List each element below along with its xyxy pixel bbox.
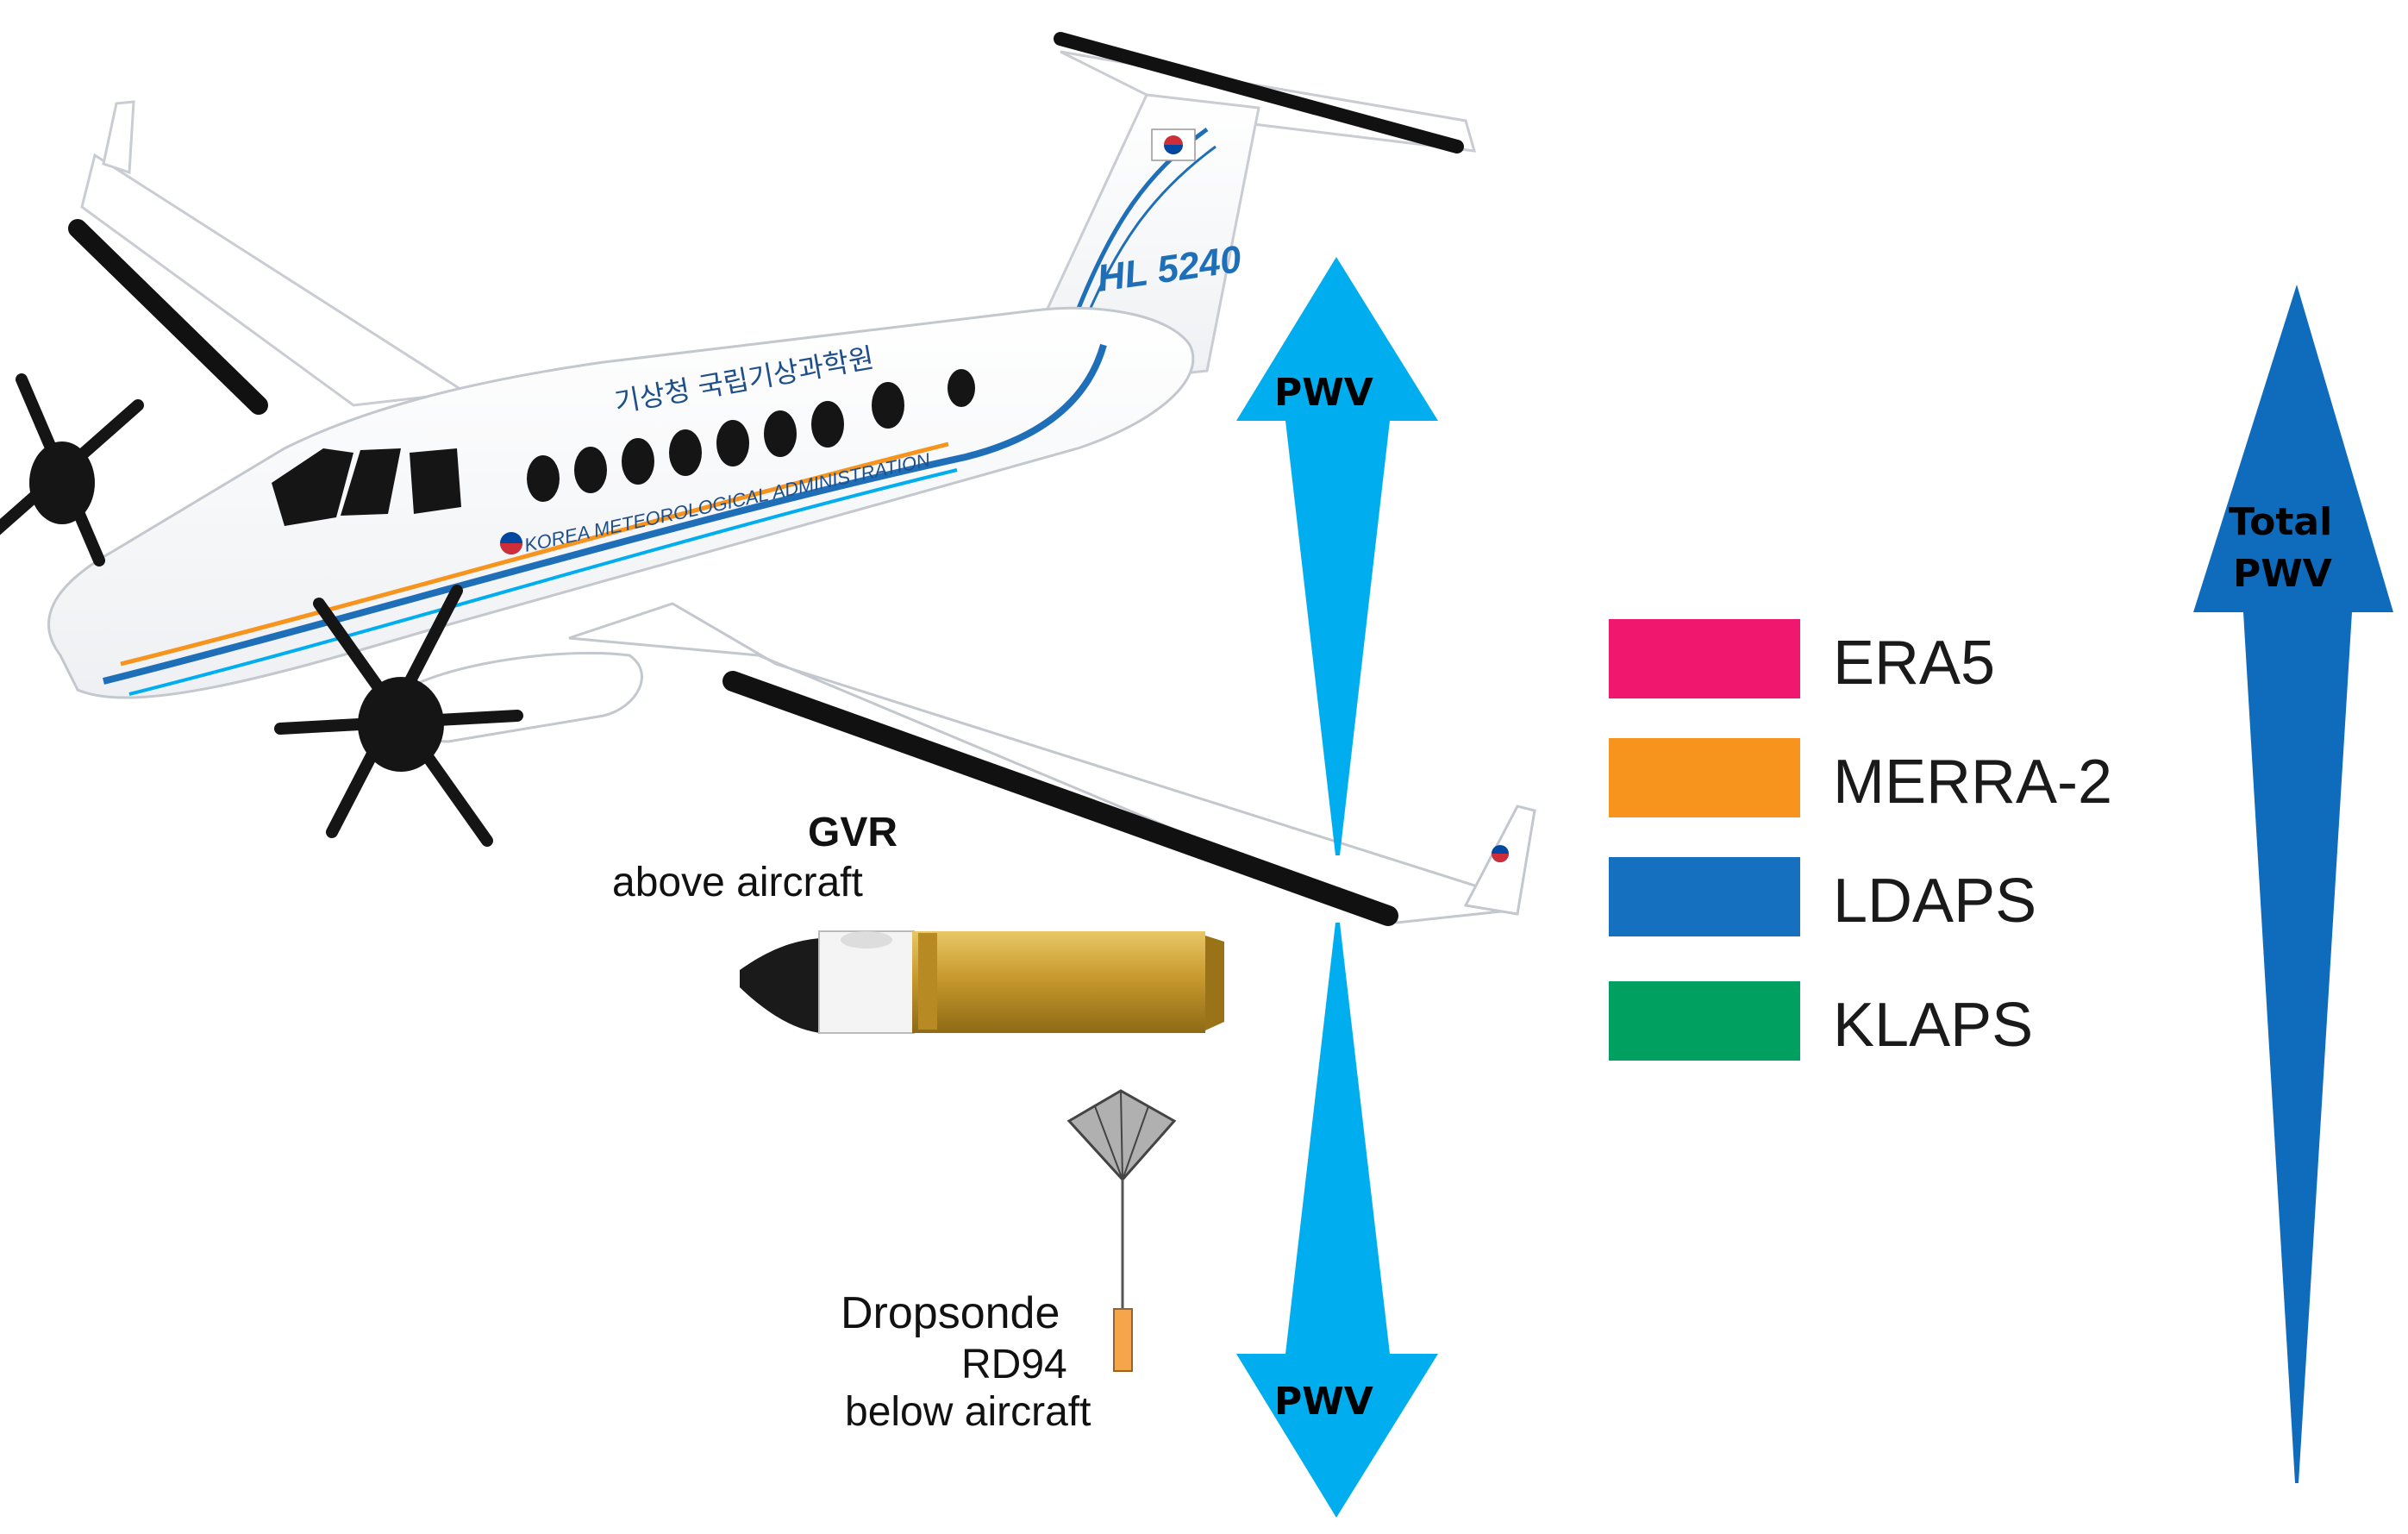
legend-label-ldaps: LDAPS [1833, 867, 2037, 936]
total-arrow-shape [2193, 285, 2393, 1483]
gvr-position-label: above aircraft [612, 860, 863, 905]
legend-swatch-merra2 [1609, 738, 1800, 817]
dropsonde-illustration [1066, 1089, 1177, 1372]
gvr-gold-body [912, 931, 1205, 1033]
upper-pwv-label: PWV [1274, 371, 1373, 415]
legend-label-merra2: MERRA-2 [1833, 748, 2113, 817]
livery-stripe-blue [103, 343, 1107, 685]
gvr-instrument [740, 930, 1224, 1034]
flag-emblem [1151, 128, 1196, 161]
cockpit-window [272, 448, 353, 526]
dropsonde-body [1113, 1308, 1133, 1372]
legend-swatch-era5 [1609, 619, 1800, 698]
legend-item-klaps: KLAPS [1609, 981, 2212, 1061]
total-pwv-label-line1: Total [2229, 500, 2333, 544]
legend-item-ldaps: LDAPS [1609, 857, 2212, 936]
legend-swatch-klaps [1609, 981, 1800, 1061]
legend-label-era5: ERA5 [1833, 629, 1996, 698]
dropsonde-model-label: RD94 [961, 1342, 1067, 1387]
legend-item-era5: ERA5 [1609, 619, 2212, 698]
upper-arrow-shape [1236, 257, 1438, 855]
lower-pwv-label: PWV [1274, 1380, 1373, 1424]
legend-item-merra2: MERRA-2 [1609, 738, 2212, 817]
right-propeller [274, 585, 523, 847]
legend-swatch-ldaps [1609, 857, 1800, 936]
livery-stripe-orange [120, 441, 949, 667]
gvr-label: GVR [808, 810, 898, 855]
passenger-windows [527, 369, 975, 502]
upper-pwv-arrow [1236, 257, 1438, 855]
gvr-nose-cone [740, 938, 821, 1033]
fuselage [47, 306, 1195, 699]
legend-label-klaps: KLAPS [1833, 991, 2034, 1060]
total-pwv-label-line2: PWV [2233, 552, 2332, 596]
dropsonde-label: Dropsonde [841, 1288, 1060, 1338]
total-pwv-arrow [2193, 285, 2393, 1483]
left-propeller [0, 373, 144, 567]
near-wing-edge [722, 671, 1398, 926]
lower-pwv-arrow [1236, 923, 1438, 1518]
lower-arrow-shape [1236, 923, 1438, 1518]
far-wing-edge [68, 219, 268, 415]
dropsonde-position-label: below aircraft [845, 1389, 1091, 1435]
far-wing [80, 153, 470, 407]
